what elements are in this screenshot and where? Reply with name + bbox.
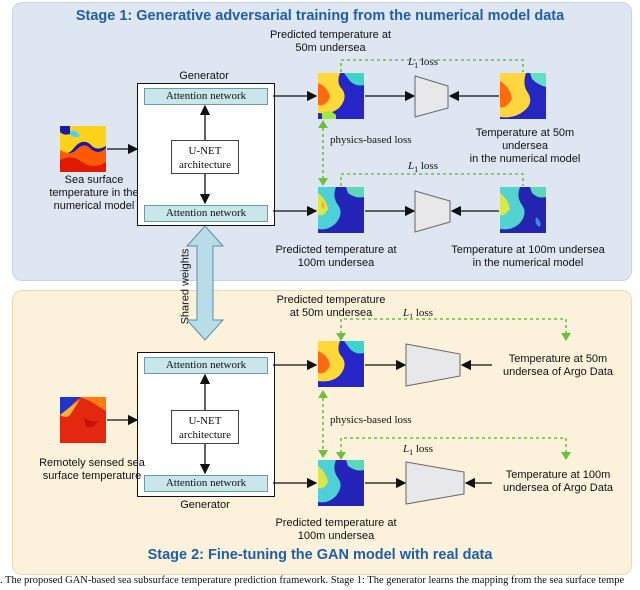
stage2-input-label: Remotely sensed sea surface temperature <box>39 457 145 482</box>
stage2-pred100-map <box>318 460 364 506</box>
stage1-attention-bottom: Attention network <box>144 205 268 222</box>
figure-caption: . The proposed GAN-based sea subsurface … <box>0 575 625 586</box>
stage2-attention-bottom: Attention network <box>144 475 268 492</box>
stage2-d100-shape <box>405 461 465 505</box>
stage1-d50-shape <box>414 75 449 118</box>
stage1-l1-loss-bottom: L1 loss <box>408 160 438 175</box>
stage2-pred100-label: Predicted temperature at 100m undersea <box>275 517 397 542</box>
stage1-input-map <box>60 126 106 172</box>
stage2-l1-bottom-line <box>340 437 567 459</box>
stage1-pred100-map <box>318 187 364 233</box>
stage2-l1-top-line <box>340 318 567 340</box>
stage1-l1-loss-top: L1 loss <box>408 56 438 71</box>
stage1-physics-loss: physics-based loss <box>330 134 412 146</box>
stage2-generator-label: Generator <box>180 499 230 511</box>
stage1-panel <box>12 2 632 281</box>
stage2-pred50-map <box>318 341 364 387</box>
stage1-unet-line1: U-NET <box>188 145 222 157</box>
stage1-unet-box: U-NET architecture <box>171 140 239 174</box>
stage1-d100-shape <box>414 190 451 233</box>
stage1-unet-line2: architecture <box>179 159 231 171</box>
stage2-truth50-label: Temperature at 50m undersea of Argo Data <box>502 353 614 378</box>
stage2-d50-shape <box>405 343 461 387</box>
stage2-unet-line2: architecture <box>179 429 231 441</box>
stage1-l1-bottom-line <box>340 173 524 186</box>
stage1-pred50-label: Predicted temperature at 50m undersea <box>269 29 392 54</box>
stage1-pred100-label: Predicted temperature at 100m undersea <box>275 244 397 269</box>
stage2-input-map <box>60 397 106 443</box>
stage2-truth100-label: Temperature at 100m undersea of Argo Dat… <box>502 469 614 494</box>
stage1-truth100-map <box>500 187 546 233</box>
stage2-pred50-label: Predicted temperature at 50m undersea <box>276 294 386 319</box>
stage1-truth50-label: Temperature at 50m undersea in the numer… <box>469 127 581 165</box>
stage2-unet-box: U-NET architecture <box>171 410 239 444</box>
stage2-attention-top: Attention network <box>144 357 268 374</box>
stage1-pred50-map <box>318 73 364 119</box>
stage2-physics-loss: physics-based loss <box>330 414 412 426</box>
stage1-title: Stage 1: Generative adversarial training… <box>75 8 565 24</box>
stage1-attention-top: Attention network <box>144 88 268 105</box>
stage1-truth100-label: Temperature at 100m undersea in the nume… <box>451 244 605 269</box>
stage2-panel <box>12 290 632 575</box>
stage2-title: Stage 2: Fine-tuning the GAN model with … <box>147 547 493 563</box>
stage1-l1-top-line <box>340 59 524 72</box>
stage1-truth50-map <box>500 73 546 119</box>
stage2-l1-loss-bottom: L1 loss <box>403 443 433 458</box>
shared-weights-arrow <box>185 225 225 341</box>
stage2-unet-line1: U-NET <box>188 415 222 427</box>
stage2-l1-loss-top: L1 loss <box>403 307 433 322</box>
stage1-input-label: Sea surface temperature in the numerical… <box>49 174 139 212</box>
stage1-generator-label: Generator <box>179 70 229 82</box>
